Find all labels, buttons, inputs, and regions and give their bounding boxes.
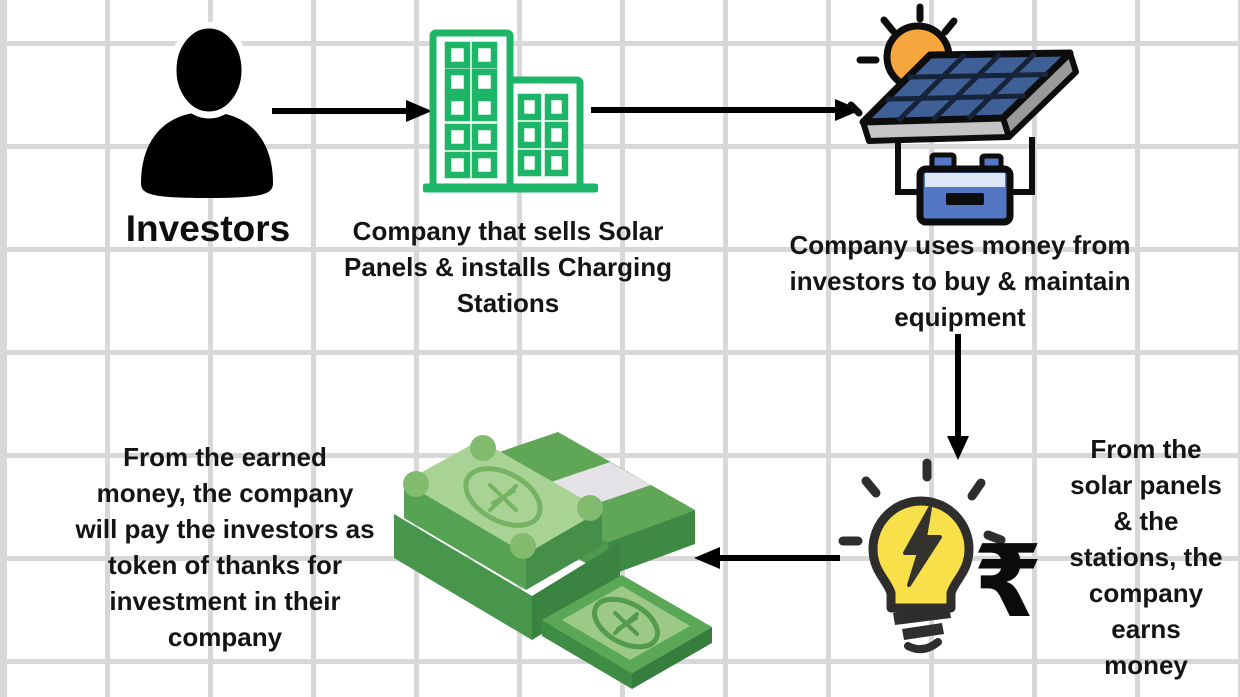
caption-line: investment in their <box>109 586 341 616</box>
currency-mark <box>613 611 639 636</box>
caption-line: stations, the <box>1069 542 1223 572</box>
money-stack-icon <box>394 432 712 689</box>
caption-line: From the <box>1090 434 1202 464</box>
caption-line: Stations <box>456 288 560 318</box>
lightbulb-energy-icon <box>838 458 1006 654</box>
caption-line: Company that sells Solar <box>352 216 664 246</box>
payout-caption: From the earned money, the company will … <box>52 439 398 655</box>
solar-panel-battery-icon <box>847 3 1079 226</box>
building-icon <box>423 29 598 193</box>
flow-arrow-down <box>947 334 969 460</box>
caption-line: earns <box>1111 614 1181 644</box>
person-icon <box>141 22 273 198</box>
sun-rays <box>847 3 958 117</box>
caption-line: token of thanks for <box>107 550 342 580</box>
flow-arrow-right-2 <box>591 99 861 121</box>
flow-arrow-right-1 <box>272 100 432 122</box>
caption-line: Panels & installs Charging <box>344 252 672 282</box>
currency-mark <box>488 483 518 512</box>
earnings-caption: From the solar panels & the stations, th… <box>1048 431 1240 683</box>
caption-line: company <box>167 622 283 652</box>
flow-arrow-left <box>694 547 840 569</box>
rupee-symbol: ₹ <box>973 523 1043 640</box>
company-caption: Company that sells Solar Panels & instal… <box>340 213 676 321</box>
battery-icon <box>916 152 1014 226</box>
caption-line: will pay the investors as <box>75 514 375 544</box>
caption-line: company <box>1088 578 1204 608</box>
caption-line: & the <box>1113 506 1179 536</box>
caption-line: money, the company <box>96 478 354 508</box>
lightning-bolt-icon <box>903 506 942 587</box>
caption-line: money <box>1104 650 1188 680</box>
bulb-rays <box>838 458 1006 546</box>
caption-line: solar panels <box>1070 470 1222 500</box>
caption-line: investors to buy & maintain <box>789 266 1131 296</box>
caption-line: From the earned <box>123 442 327 472</box>
caption-line: Company uses money from <box>789 230 1131 260</box>
equipment-caption: Company uses money from investors to buy… <box>765 227 1155 335</box>
caption-line: equipment <box>894 302 1026 332</box>
investors-label: Investors <box>125 208 291 249</box>
